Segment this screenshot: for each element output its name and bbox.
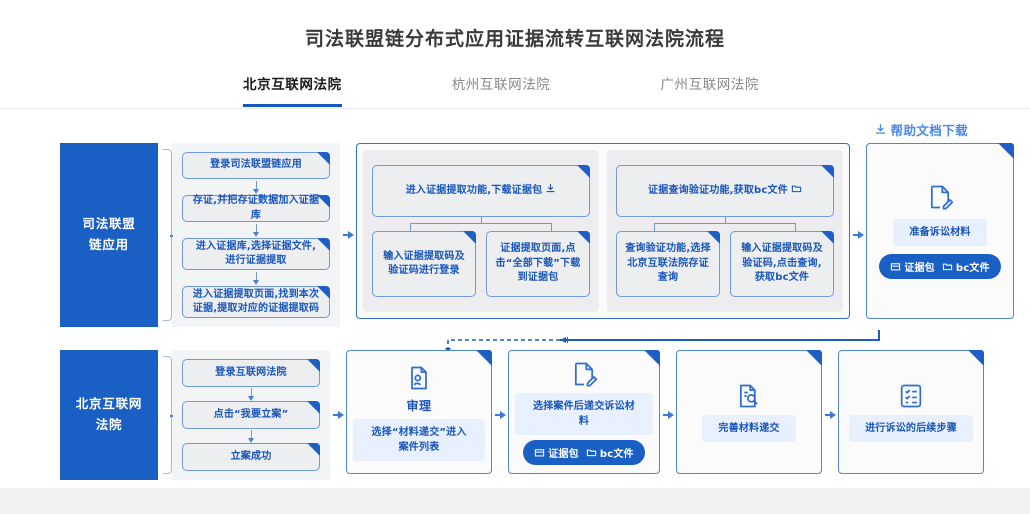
step-case-filed-success[interactable]: 立案成功 (182, 443, 320, 471)
row1-step-column: 登录司法联盟链应用 存证,并把存证数据加入证据库 进入证据库,选择证据文件,进行… (182, 152, 330, 318)
corner-fold-icon (821, 165, 834, 178)
step-login-judicial-chain[interactable]: 登录司法联盟链应用 (182, 152, 330, 179)
download-icon (874, 123, 887, 136)
folder-icon (586, 447, 597, 458)
card-chip-label: 选择案件后递交诉讼材料 (515, 392, 653, 435)
corner-fold-icon (968, 350, 984, 366)
substep-download-all[interactable]: 证据提取页面,点击“全部下载”下载到证据包 (486, 231, 590, 297)
tab-bar: 北京互联网法院 杭州互联网法院 广州互联网法院 (0, 73, 1030, 109)
step-arrow-down (182, 429, 320, 443)
footer-band (0, 488, 1030, 514)
row-judicial-chain: 司法联盟 链应用 登录司法联盟链应用 存证,并把存证数据加入证据库 进入证据库 (60, 143, 1014, 327)
package-icon (534, 447, 545, 458)
corner-fold-icon (317, 152, 330, 165)
tab-guangzhou-court[interactable]: 广州互联网法院 (660, 77, 760, 93)
side-label-judicial-chain: 司法联盟 链应用 (60, 143, 158, 327)
arrow-groups-to-result (850, 143, 866, 327)
group-head-evidence-verification[interactable]: 证据查询验证功能,获取bc文件 (616, 165, 834, 217)
corner-fold-icon (463, 231, 476, 244)
review-document-icon (405, 364, 433, 392)
card-case-review[interactable]: 审理 选择“材料递交”进入案件列表 (346, 350, 492, 474)
arrow-submit-to-complete (660, 350, 676, 480)
step-arrow-down (182, 180, 330, 194)
card-chip-label: 准备诉讼材料 (893, 219, 987, 246)
group-head-evidence-extraction[interactable]: 进入证据提取功能,下载证据包 (372, 165, 590, 217)
step-arrow-down (182, 223, 330, 237)
arrow-review-to-submit (492, 350, 508, 480)
folder-icon (942, 261, 953, 272)
corner-fold-icon (998, 143, 1014, 159)
arrow-steps-to-groups (340, 143, 356, 327)
substep-enter-extraction-code[interactable]: 输入证据提取码及验证码进行登录 (372, 231, 476, 297)
corner-fold-icon (317, 195, 330, 208)
group-split-connector (616, 217, 834, 231)
folder-icon (791, 183, 802, 200)
corner-fold-icon (577, 165, 590, 178)
help-doc-download-link[interactable]: 帮助文档下载 (874, 120, 968, 139)
step-select-evidence-file[interactable]: 进入证据库,选择证据文件,进行证据提取 (182, 238, 330, 270)
row1-steps-panel: 登录司法联盟链应用 存证,并把存证数据加入证据库 进入证据库,选择证据文件,进行… (172, 143, 340, 327)
checklist-icon (897, 382, 925, 410)
row2-steps-panel: 登录互联网法院 点击“我要立案” 立案成功 (172, 350, 330, 480)
corner-fold-icon (821, 231, 834, 244)
help-doc-download-label: 帮助文档下载 (890, 123, 968, 138)
arrow-complete-to-followup (822, 350, 838, 480)
card-chip-label: 完善材料递交 (702, 415, 796, 442)
corner-fold-icon (476, 350, 492, 366)
substep-select-beijing-court-query[interactable]: 查询验证功能,选择北京互联法院存证查询 (616, 231, 720, 297)
arrow-steps-to-review (330, 350, 346, 480)
row-beijing-court: 北京互联网 法院 登录互联网法院 点击“我要立案” 立案成功 (60, 350, 984, 480)
corner-fold-icon (317, 286, 330, 299)
card-chip-label: 进行诉讼的后续步骤 (849, 415, 973, 442)
download-icon (545, 183, 556, 200)
corner-fold-icon (577, 231, 590, 244)
step-click-file-case[interactable]: 点击“我要立案” (182, 401, 320, 429)
corner-fold-icon (307, 443, 320, 456)
card-litigation-followup-steps[interactable]: 进行诉讼的后续步骤 (838, 350, 984, 474)
tab-hangzhou-court[interactable]: 杭州互联网法院 (451, 77, 551, 93)
artifact-pill: 证据包 bc文件 (523, 439, 645, 465)
card-chip-label: 选择“材料递交”进入案件列表 (353, 418, 485, 461)
group-evidence-verification: 证据查询验证功能,获取bc文件 查询验证功能,选择北京互联法院存证 (607, 150, 843, 312)
edit-document-icon (570, 360, 598, 388)
side-label-beijing-court: 北京互联网 法院 (60, 350, 158, 480)
step-arrow-down (182, 271, 330, 285)
card-prepare-litigation-materials[interactable]: 准备诉讼材料 证据包 bc文件 (866, 143, 1014, 319)
group-split-connector (372, 217, 590, 231)
card-submit-litigation-materials[interactable]: 选择案件后递交诉讼材料 证据包 bc文件 (508, 350, 660, 474)
corner-fold-icon (307, 401, 320, 414)
page-title: 司法联盟链分布式应用证据流转互联网法院流程 (304, 28, 725, 50)
substep-query-get-bc-file[interactable]: 输入证据提取码及验证码,点击查询,获取bc文件 (730, 231, 834, 297)
card-heading: 审理 (406, 398, 432, 413)
artifact-pill: 证据包 bc文件 (879, 254, 1001, 279)
card-complete-material-submission[interactable]: 完善材料递交 (676, 350, 822, 474)
corner-fold-icon (806, 350, 822, 366)
corner-fold-icon (707, 231, 720, 244)
package-icon (890, 261, 901, 272)
step-login-internet-court[interactable]: 登录互联网法院 (182, 359, 320, 387)
document-search-icon (735, 382, 763, 410)
group-evidence-extraction: 进入证据提取功能,下载证据包 输入证据提取码及验证码进行登录 (363, 150, 599, 312)
bracket-connector-row1 (158, 143, 173, 327)
step-get-extraction-code[interactable]: 进入证据提取页面,找到本次证据,提取对应的证据提取码 (182, 286, 330, 318)
row2-step-column: 登录互联网法院 点击“我要立案” 立案成功 (182, 359, 320, 471)
step-store-evidence[interactable]: 存证,并把存证数据加入证据库 (182, 195, 330, 222)
row1-function-groups: 进入证据提取功能,下载证据包 输入证据提取码及验证码进行登录 (356, 143, 850, 319)
step-arrow-down (182, 387, 320, 401)
corner-fold-icon (317, 238, 330, 251)
bracket-connector-row2 (158, 350, 173, 480)
corner-fold-icon (644, 350, 660, 366)
tab-beijing-court[interactable]: 北京互联网法院 (243, 73, 342, 107)
corner-fold-icon (307, 359, 320, 372)
edit-document-icon (926, 183, 954, 211)
